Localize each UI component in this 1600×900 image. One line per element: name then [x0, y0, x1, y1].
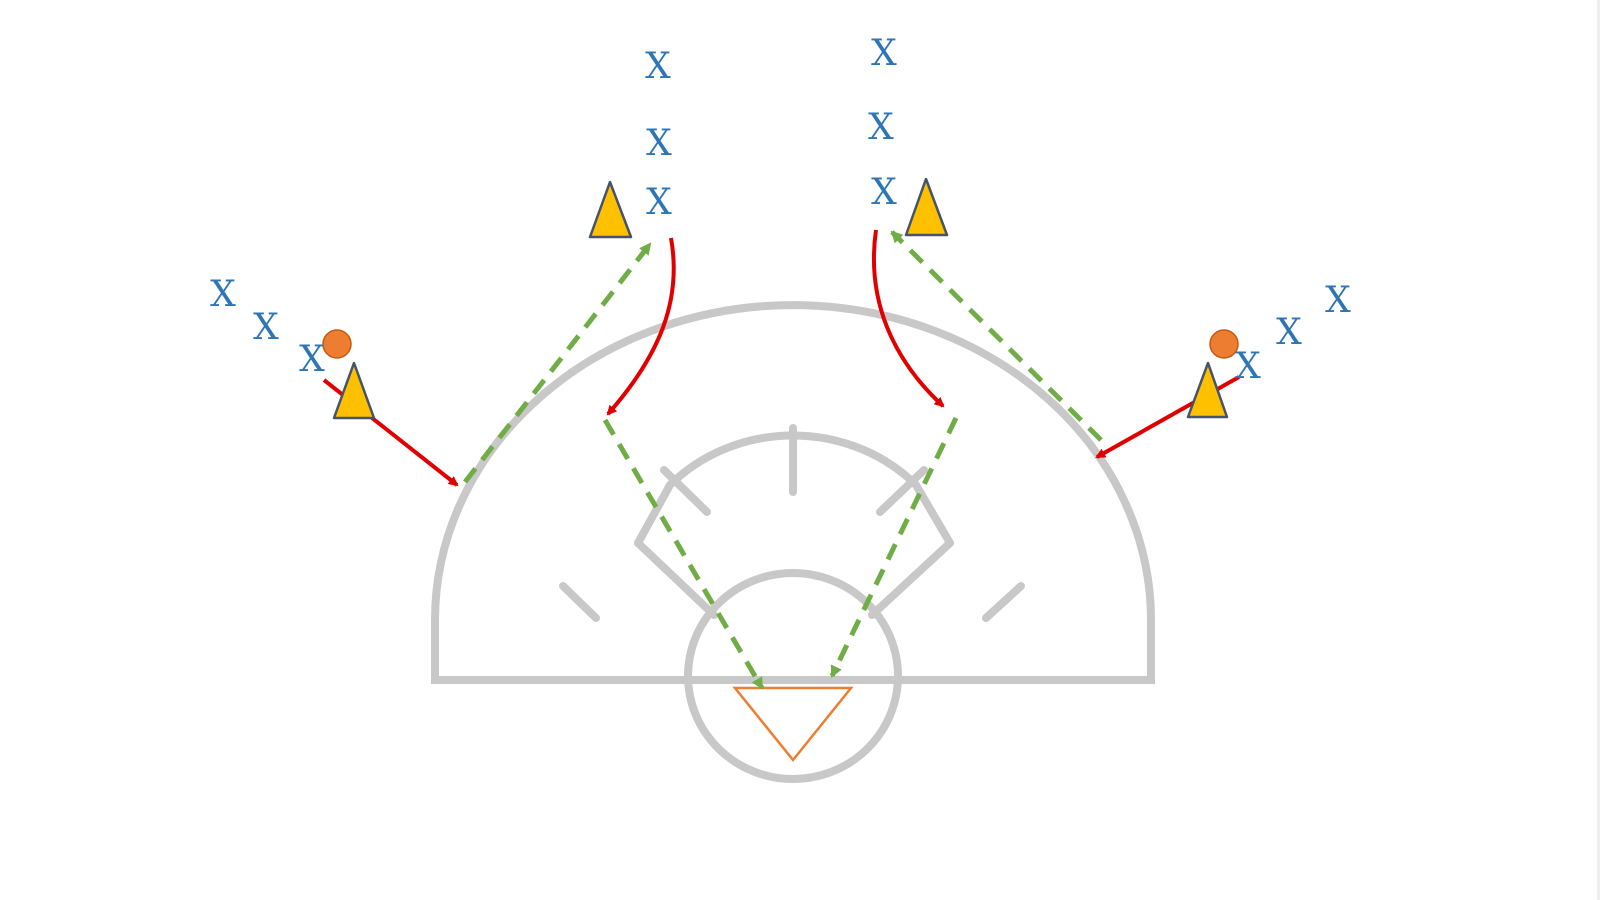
pass-path-right-cut-to-goal	[829, 416, 959, 678]
player-right-wing-1: X	[1325, 280, 1351, 321]
run-path-left-top	[606, 237, 676, 416]
court-right-hash	[876, 466, 928, 516]
player-left-top-2: X	[646, 123, 672, 164]
court-fan-right-edge	[868, 539, 954, 619]
run-path-right-top	[871, 229, 945, 408]
player-left-wing-2: X	[253, 307, 279, 348]
court-fan-left-edge	[634, 539, 718, 619]
player-right-wing-3: X	[1235, 346, 1261, 387]
court-right-mark	[982, 582, 1025, 622]
court-outer-arc	[431, 301, 1155, 684]
cone-icon	[588, 180, 633, 239]
pass-path-left-wing-to-left-top	[463, 242, 652, 484]
cones	[332, 177, 1229, 420]
player-right-top-1: X	[871, 33, 897, 74]
player-left-top-1: X	[645, 46, 671, 87]
ball-icon	[322, 329, 352, 359]
cone-icon	[332, 361, 376, 420]
frame-edge	[1597, 0, 1600, 900]
cone-icon	[904, 177, 949, 237]
player-right-top-3: X	[871, 172, 897, 213]
ball-icon	[1209, 329, 1239, 359]
court-left-mark	[559, 582, 600, 622]
players: X X X X X X X X X X X X	[210, 33, 1351, 387]
pass-path-left-cut-to-goal	[602, 418, 765, 690]
player-right-wing-2: X	[1276, 312, 1302, 353]
goal-icon	[732, 686, 854, 762]
court-crease-circle	[684, 569, 902, 783]
player-left-top-3: X	[646, 182, 672, 223]
player-left-wing-1: X	[210, 274, 236, 315]
player-left-wing-3: X	[299, 339, 325, 380]
cone-icon	[1186, 361, 1229, 419]
court-left-hash	[660, 466, 711, 516]
pass-paths	[463, 230, 1103, 690]
player-right-top-2: X	[868, 107, 894, 148]
court-lines	[431, 301, 1155, 783]
run-paths	[322, 229, 1240, 487]
pass-path-right-wing-to-right-top	[890, 230, 1103, 442]
